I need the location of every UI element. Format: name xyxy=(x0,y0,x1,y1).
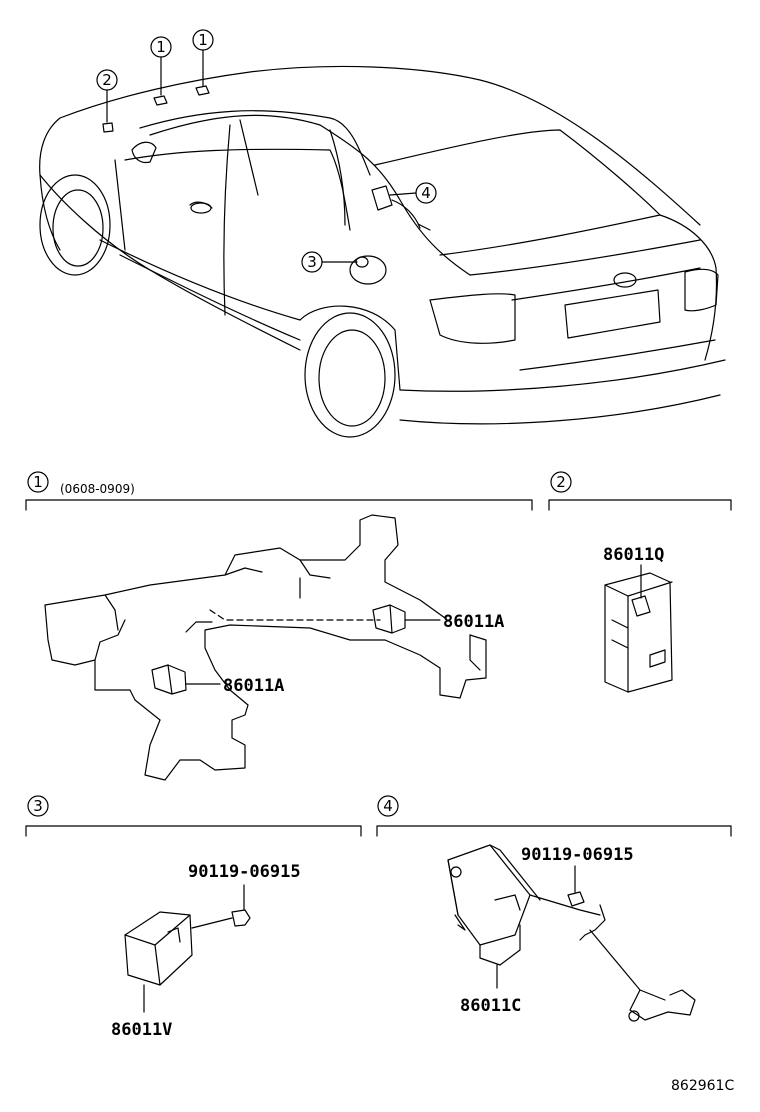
section-3-number: 3 xyxy=(33,797,43,815)
section-3-drawing xyxy=(124,884,251,1013)
section-3-frame xyxy=(25,795,362,837)
part-label-86011c: 86011C xyxy=(460,996,521,1016)
section-2-drawing xyxy=(604,564,673,693)
section-2-number: 2 xyxy=(556,473,566,491)
bolt-label-section-3: 90119-06915 xyxy=(188,862,301,882)
callout-4: 4 xyxy=(421,184,431,202)
callout-1b: 1 xyxy=(198,31,208,49)
car-illustration xyxy=(39,29,726,438)
part-label-86011v: 86011V xyxy=(111,1020,172,1040)
section-4-drawing xyxy=(447,844,696,1022)
section-1-note: (0608-0909) xyxy=(60,482,135,496)
part-label-86011q: 86011Q xyxy=(603,545,664,565)
section-1-drawing xyxy=(44,514,487,781)
bolt-label-section-4: 90119-06915 xyxy=(521,845,634,865)
diagram-code: 862961C xyxy=(671,1078,734,1094)
part-label-86011a-left: 86011A xyxy=(223,676,284,696)
callout-2: 2 xyxy=(102,71,112,89)
section-4-frame xyxy=(376,795,732,837)
part-label-86011a-right: 86011A xyxy=(443,612,504,632)
callout-3: 3 xyxy=(307,253,317,271)
section-1-frame xyxy=(25,471,533,511)
section-2-frame xyxy=(548,471,732,511)
section-1-number: 1 xyxy=(33,473,43,491)
callout-1a: 1 xyxy=(156,38,166,56)
section-4-number: 4 xyxy=(383,797,393,815)
